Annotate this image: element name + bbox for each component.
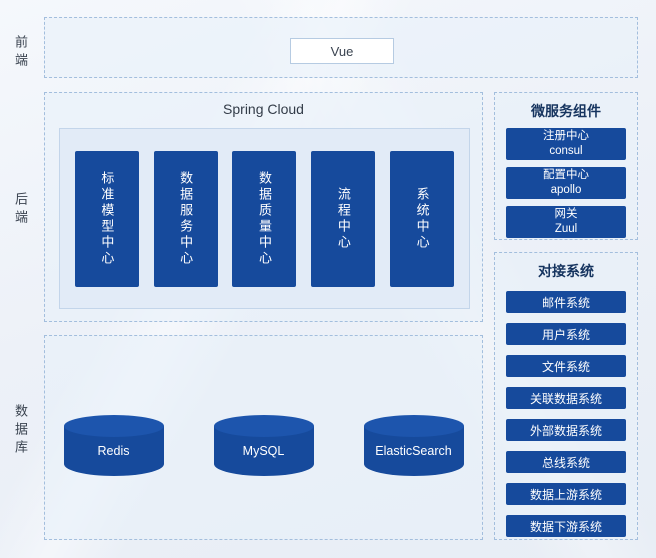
integration-node-mail: 邮件系统 (506, 291, 626, 313)
center-node-data-service: 数据服务中心 (153, 150, 218, 287)
microservice-node-registry: 注册中心 consul (506, 128, 626, 160)
microservices-panel: 微服务组件 注册中心 consul 配置中心 apollo 网关 Zuul (494, 92, 638, 240)
center-node-label: 流程中心 (335, 186, 351, 251)
database-row: Redis MySQL ElasticSearch (45, 336, 482, 539)
row-label-database: 数据库 (13, 404, 28, 458)
database-label: Redis (97, 444, 130, 458)
spring-cloud-title: Spring Cloud (223, 101, 304, 117)
integration-node-upstream-data: 数据上游系统 (506, 483, 626, 505)
database-cylinder-mysql: MySQL (213, 415, 314, 476)
microservice-node-label-cn: 配置中心 (543, 169, 589, 182)
integration-panel: 对接系统 邮件系统 用户系统 文件系统 关联数据系统 外部数据系统 总线系统 数… (494, 252, 638, 540)
integration-node-bus: 总线系统 (506, 451, 626, 473)
frontend-tier-panel: Vue (44, 17, 638, 78)
spring-cloud-container: 标准模型中心 数据服务中心 数据质量中心 流程中心 系统中心 (59, 128, 470, 309)
database-label: ElasticSearch (375, 444, 452, 458)
integration-node-external-data: 外部数据系统 (506, 419, 626, 441)
integration-node-related-data: 关联数据系统 (506, 387, 626, 409)
row-label-frontend: 前端 (13, 35, 28, 71)
microservice-node-label-en: Zuul (554, 223, 578, 235)
center-node-standard-model: 标准模型中心 (74, 150, 139, 287)
microservice-node-config: 配置中心 apollo (506, 167, 626, 199)
database-cylinder-redis: Redis (63, 415, 164, 476)
row-label-backend: 后端 (13, 192, 28, 228)
backend-tier-panel: Spring Cloud 标准模型中心 数据服务中心 数据质量中心 流程中心 系… (44, 92, 483, 322)
microservices-title: 微服务组件 (531, 103, 601, 119)
microservice-node-label-en: apollo (550, 184, 582, 196)
database-label: MySQL (242, 444, 285, 458)
microservice-node-gateway: 网关 Zuul (506, 206, 626, 238)
integration-title: 对接系统 (538, 263, 594, 279)
center-node-label: 系统中心 (414, 186, 430, 251)
vue-node-label: Vue (330, 43, 354, 59)
microservice-node-label-en: consul (549, 145, 583, 157)
center-node-label: 数据质量中心 (256, 170, 272, 267)
microservice-node-label-cn: 注册中心 (543, 130, 589, 143)
center-node-system: 系统中心 (390, 150, 455, 287)
vue-node: Vue (290, 38, 394, 64)
integration-node-file: 文件系统 (506, 355, 626, 377)
microservice-node-label-cn: 网关 (554, 208, 578, 221)
database-cylinder-elasticsearch: ElasticSearch (363, 415, 464, 476)
center-node-process: 流程中心 (311, 150, 376, 287)
database-tier-panel: Redis MySQL ElasticSearch (44, 335, 483, 540)
center-node-data-quality: 数据质量中心 (232, 150, 297, 287)
integration-node-downstream-data: 数据下游系统 (506, 515, 626, 537)
integration-node-user: 用户系统 (506, 323, 626, 345)
center-node-label: 标准模型中心 (99, 170, 115, 267)
center-node-label: 数据服务中心 (178, 170, 194, 267)
